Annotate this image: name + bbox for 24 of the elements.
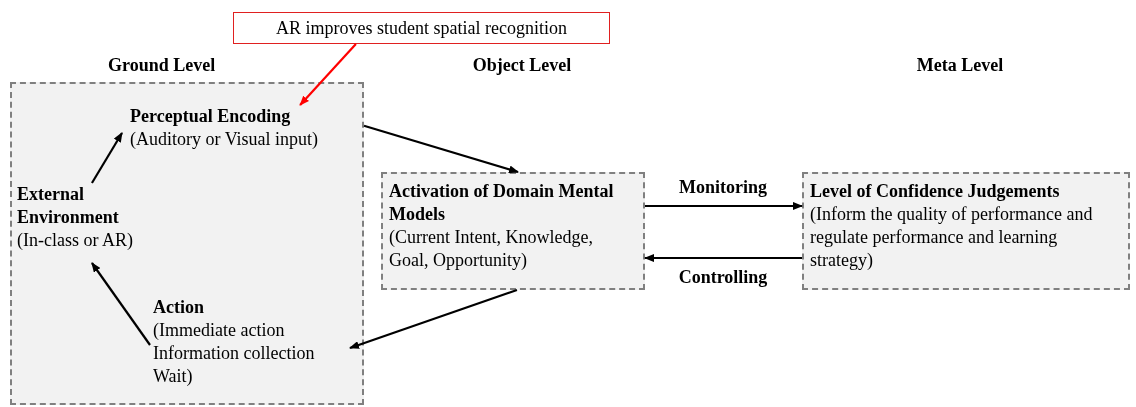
callout-text: AR improves student spatial recognition [276, 16, 567, 40]
arrow [363, 124, 519, 174]
arrow [91, 262, 151, 346]
node-heading: Perceptual Encoding [130, 105, 292, 128]
arrow [349, 288, 518, 350]
callout-box [233, 12, 610, 44]
arrow [91, 132, 123, 184]
level-heading: Object Level [472, 54, 572, 77]
node-description: (Inform the quality of performance and regulate performance and learning strategy) [810, 203, 1094, 272]
node-description: (In-class or AR) [17, 229, 134, 252]
callout-arrow [299, 43, 357, 106]
node-description: (Auditory or Visual input) [130, 128, 320, 151]
level-heading: Meta Level [916, 54, 1004, 77]
node-heading: Activation of Domain Mental Models [389, 180, 615, 226]
level-heading: Ground Level [108, 54, 216, 77]
arrow [644, 254, 802, 262]
node-heading: External Environment [17, 183, 120, 229]
node-heading: Level of Confidence Judgements [810, 180, 1061, 203]
dashed-box [381, 172, 645, 290]
node-description: (Current Intent, Knowledge, Goal, Opportunity) [389, 226, 594, 272]
arrow [645, 202, 803, 210]
dashed-box [802, 172, 1130, 290]
node-heading: Action [153, 296, 205, 319]
node-description: (Immediate action Information collection Wait) [153, 319, 316, 388]
